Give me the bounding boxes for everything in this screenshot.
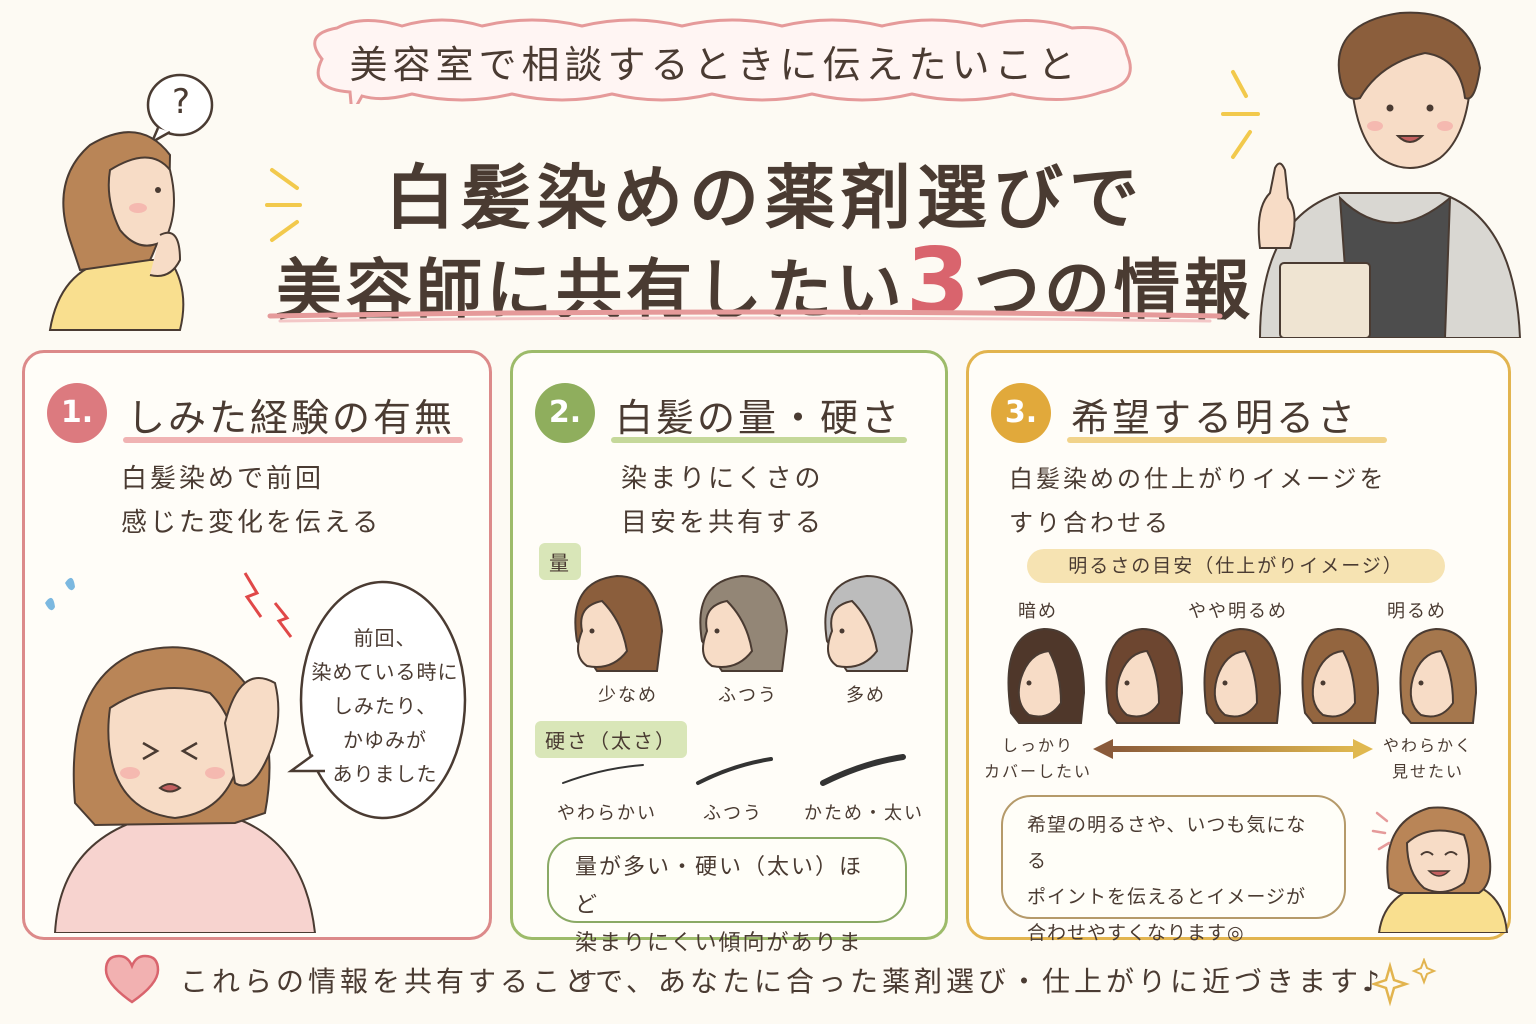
scale-label-dark: 暗め	[1018, 601, 1058, 622]
sparkle-icon	[1372, 958, 1437, 1007]
scale-label-bright: 明るめ	[1387, 601, 1447, 622]
hair-strand-samples	[562, 754, 906, 786]
hardness-label-normal: ふつう	[703, 803, 763, 824]
title-underline	[267, 309, 1223, 323]
head-normal-gray	[699, 574, 789, 672]
panel2-note: 量が多い・硬い（太い）ほど 染まりにくい傾向があります	[547, 837, 907, 994]
hardness-label-hard: かため・太い	[804, 803, 924, 824]
sparkle-lines-left	[265, 168, 302, 242]
panel1-description: 白髪染めで前回 感じた変化を伝える	[121, 464, 382, 538]
panel1-speech-bubble	[287, 580, 467, 820]
main-title-line1: 白髪染めの薬剤選びで	[385, 157, 1145, 239]
panel-sensitivity: 1. しみた経験の有無 白髪染めで前回 感じた変化を伝える 前回、 染めている時…	[22, 350, 492, 940]
panel3-note: 希望の明るさや、いつも気になる ポイントを伝えるとイメージが 合わせやすくなりま…	[1001, 795, 1346, 944]
panel-gray-hair: 2. 白髪の量・硬さ 染まりにくさの 目安を共有する 量 少なめ ふつう 多め …	[510, 350, 948, 994]
brightness-heads	[1007, 627, 1478, 724]
panel1-heading: しみた経験の有無	[127, 396, 456, 440]
amount-tag: 量	[539, 543, 581, 580]
head-brightness-5	[1399, 627, 1478, 724]
left-caption: しっかり カバーしたい	[983, 736, 1092, 781]
panel1-bubble-text: 前回、 染めている時に しみたり、 かゆみが ありました	[311, 626, 459, 786]
brightness-guide-label: 明るさの目安（仕上がりイメージ）	[1027, 549, 1445, 583]
subtitle: 美容室で相談するときに伝えたいこと	[349, 43, 1081, 87]
amount-label-few: 少なめ	[598, 685, 658, 706]
amount-label-normal: ふつう	[718, 685, 778, 706]
panel1-number-badge: 1.	[47, 383, 107, 443]
hardness-label-soft: やわらかい	[557, 803, 657, 824]
thinking-woman-illustration	[48, 73, 214, 331]
right-caption: やわらかく 見せたい	[1382, 736, 1473, 781]
head-brightness-3	[1203, 627, 1282, 724]
sparkle-lines-right	[1221, 70, 1260, 159]
subtitle-cloud	[313, 18, 1132, 104]
head-brightness-2	[1105, 627, 1184, 724]
amount-label-many: 多め	[846, 685, 886, 706]
panel2-number-badge: 2.	[535, 383, 595, 443]
panel3-number-badge: 3.	[991, 383, 1051, 443]
uncomfortable-woman-illustration	[45, 572, 317, 933]
question-mark: ?	[172, 82, 191, 122]
panel2-description: 染まりにくさの 目安を共有する	[621, 464, 825, 538]
footer-message: これらの情報を共有することで、あなたに合った薬剤選び・仕上がりに近づきます♪	[180, 965, 1384, 998]
head-many-gray	[824, 574, 914, 672]
scale-label-slightly-bright: やや明るめ	[1188, 601, 1288, 622]
head-brightness-1	[1007, 627, 1086, 724]
hair-amount-heads	[574, 574, 914, 672]
brightness-arrow	[1093, 739, 1373, 759]
panel-brightness: 3. 希望する明るさ 白髪染めの仕上がりイメージを すり合わせる 明るさの目安（…	[966, 350, 1511, 944]
stylist-illustration	[1257, 11, 1522, 338]
head-brightness-4	[1301, 627, 1380, 724]
head-few-gray	[574, 574, 664, 672]
panel3-description: 白髪染めの仕上がりイメージを すり合わせる	[1009, 465, 1387, 537]
smiling-woman-illustration	[1371, 806, 1509, 933]
panel2-heading: 白髪の量・硬さ	[615, 396, 903, 440]
hardness-tag: 硬さ（太さ）	[535, 721, 687, 758]
panel3-heading-underline	[1067, 437, 1387, 443]
panel2-heading-underline	[611, 437, 907, 443]
panel3-heading: 希望する明るさ	[1071, 396, 1359, 440]
panel1-heading-underline	[123, 437, 463, 443]
heart-icon	[104, 954, 160, 1004]
